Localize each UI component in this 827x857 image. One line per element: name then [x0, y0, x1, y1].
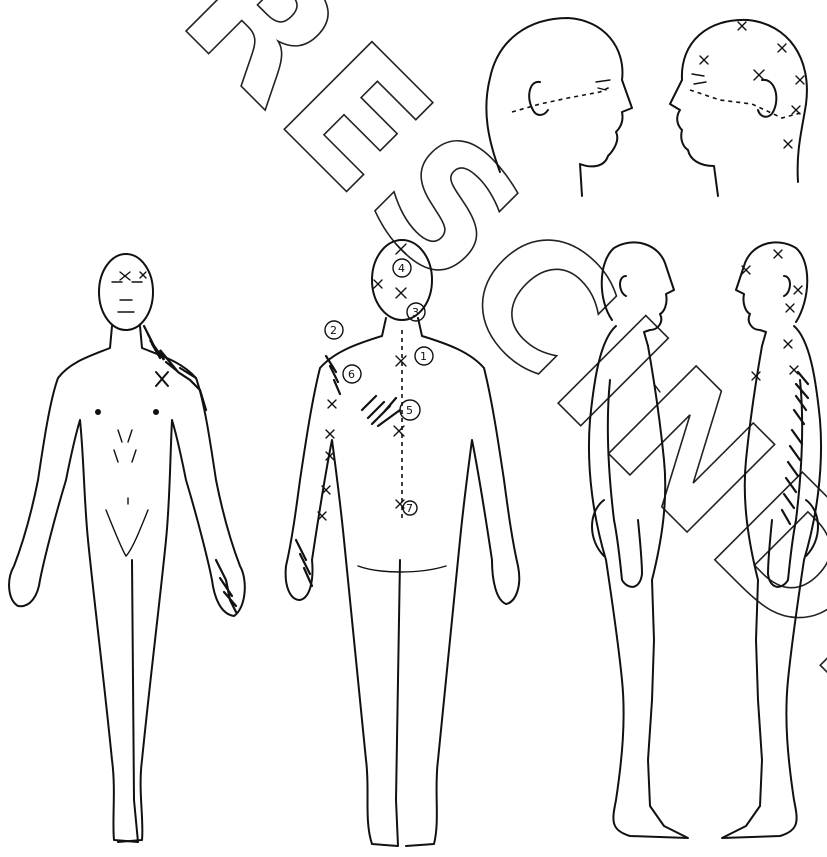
point-number-3: 3	[412, 306, 419, 319]
head-x-marks	[700, 22, 804, 148]
point-number-4: 4	[398, 262, 405, 275]
point-number-5: 5	[406, 404, 413, 417]
rescinded-watermark: RESCINDED	[146, 0, 827, 857]
point-number-2: 2	[330, 324, 337, 337]
point-number-7: 7	[406, 502, 413, 515]
head-left-facing	[670, 20, 807, 196]
figure-front-view	[9, 254, 245, 842]
watermark-text: RESCINDED	[146, 0, 827, 857]
point-number-1: 1	[420, 350, 427, 363]
point-number-6: 6	[348, 368, 355, 381]
